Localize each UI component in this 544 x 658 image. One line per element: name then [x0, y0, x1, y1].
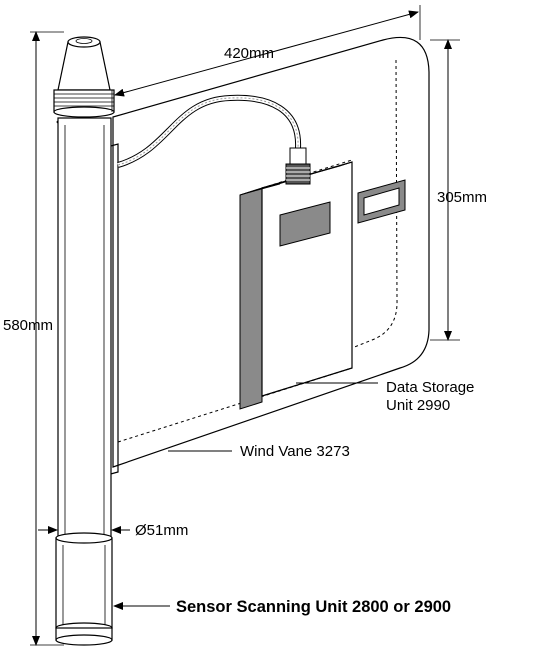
dimension-vane-height-label: 305mm	[437, 189, 487, 206]
sensor-cable	[117, 94, 302, 168]
dimension-width	[111, 5, 421, 112]
data-storage-label-line1: Data Storage	[386, 379, 474, 396]
sensor-pole	[53, 36, 115, 646]
dimension-diameter-label: Ø51mm	[135, 522, 188, 539]
sensor-scanning-label: Sensor Scanning Unit 2800 or 2900	[176, 598, 451, 616]
data-storage-unit	[239, 159, 353, 410]
data-storage-label-line2: Unit 2990	[386, 397, 450, 414]
vane-handle	[357, 179, 406, 224]
dimension-width-label: 420mm	[224, 45, 274, 62]
wind-vane-label: Wind Vane 3273	[240, 443, 350, 460]
dimension-total-height-label: 580mm	[3, 317, 53, 334]
dimension-total-height	[30, 31, 64, 646]
dimension-vane-height	[430, 39, 460, 341]
cable-connector	[285, 147, 311, 185]
